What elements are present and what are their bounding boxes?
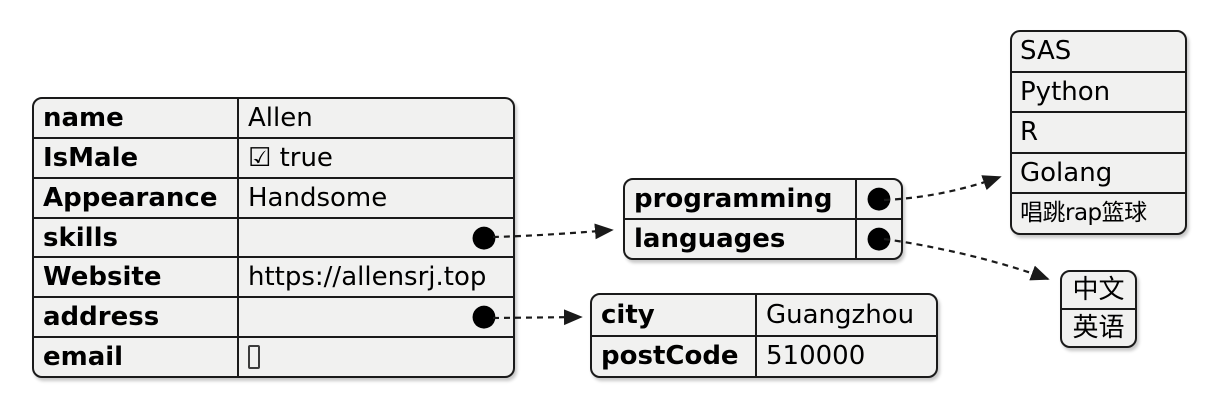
- object-ref-bullet-icon: ●: [470, 298, 497, 334]
- row-website: Website https://allensrj.top: [34, 256, 513, 297]
- value-cell: Handsome: [239, 179, 513, 217]
- list-item-text: R: [1020, 117, 1039, 148]
- key-label: skills: [43, 222, 118, 253]
- value-cell: Allen: [239, 99, 513, 137]
- value-cell: Guangzhou: [757, 295, 936, 335]
- url-text: https://allensrj.top: [248, 262, 487, 293]
- row-city: city Guangzhou: [592, 295, 936, 335]
- value-text: Allen: [248, 102, 313, 133]
- key-cell: postCode: [592, 336, 757, 376]
- key-cell: name: [34, 99, 239, 137]
- key-cell: skills: [34, 218, 239, 257]
- key-label: languages: [634, 224, 786, 254]
- person-object-table: name Allen IsMale ☑ true Appearance Hand…: [32, 97, 515, 378]
- list-item: Golang: [1012, 151, 1185, 193]
- value-cell: ●: [857, 220, 901, 258]
- value-cell: 510000: [757, 337, 936, 377]
- list-item-text: 中文: [1072, 275, 1125, 305]
- list-item-text: SAS: [1020, 36, 1072, 67]
- list-item-text: 唱跳rap篮球: [1020, 200, 1147, 227]
- object-ref-bullet-icon: ●: [865, 220, 893, 255]
- key-cell: IsMale: [34, 138, 239, 177]
- key-label: Appearance: [43, 182, 218, 213]
- key-cell: email: [34, 338, 239, 376]
- list-item: SAS: [1012, 32, 1185, 71]
- value-text: Guangzhou: [766, 299, 915, 330]
- key-cell: Appearance: [34, 178, 239, 217]
- row-programming: programming ●: [625, 180, 901, 218]
- value-cell: ●: [857, 180, 901, 218]
- list-item-text: 英语: [1072, 313, 1125, 343]
- value-text: Handsome: [248, 182, 388, 213]
- skills-object-table: programming ● languages ●: [623, 178, 903, 260]
- row-name: name Allen: [34, 99, 513, 137]
- languages-array-list: 中文 英语: [1060, 270, 1137, 348]
- list-item: 唱跳rap篮球: [1012, 192, 1185, 233]
- key-label: city: [601, 299, 655, 330]
- row-languages: languages ●: [625, 218, 901, 258]
- list-item: 英语: [1062, 308, 1135, 346]
- arrow-languages-to-array: [883, 237, 1050, 281]
- list-item: 中文: [1062, 272, 1135, 308]
- key-cell: city: [592, 295, 757, 335]
- key-label: email: [43, 342, 124, 373]
- key-label: IsMale: [43, 142, 139, 173]
- key-label: Website: [43, 262, 162, 293]
- value-text: 510000: [766, 341, 866, 372]
- programming-array-list: SAS Python R Golang 唱跳rap篮球: [1010, 30, 1187, 235]
- value-cell: ●: [239, 298, 513, 336]
- list-item: Python: [1012, 70, 1185, 112]
- value-cell: [239, 338, 513, 376]
- key-label: name: [43, 102, 124, 133]
- row-appearance: Appearance Handsome: [34, 176, 513, 217]
- value-cell: https://allensrj.top: [239, 258, 513, 296]
- value-cell: ☑ true: [239, 139, 513, 177]
- key-cell: Website: [34, 258, 239, 297]
- key-label: postCode: [601, 341, 739, 372]
- list-item-text: Python: [1020, 76, 1111, 107]
- row-address: address ●: [34, 296, 513, 337]
- checked-checkbox-value: ☑ true: [248, 142, 333, 173]
- object-ref-bullet-icon: ●: [470, 218, 497, 254]
- empty-value-glyph: [248, 345, 260, 370]
- object-ref-bullet-icon: ●: [865, 180, 893, 215]
- value-cell: ●: [239, 219, 513, 257]
- key-cell: programming: [625, 180, 857, 218]
- key-label: programming: [634, 184, 833, 214]
- address-object-table: city Guangzhou postCode 510000: [590, 293, 938, 378]
- key-cell: languages: [625, 220, 857, 258]
- key-cell: address: [34, 298, 239, 337]
- row-skills: skills ●: [34, 216, 513, 257]
- list-item: R: [1012, 111, 1185, 152]
- row-postcode: postCode 510000: [592, 334, 936, 377]
- key-label: address: [43, 302, 160, 333]
- list-item-text: Golang: [1020, 158, 1113, 189]
- row-email: email: [34, 336, 513, 376]
- row-ismale: IsMale ☑ true: [34, 136, 513, 177]
